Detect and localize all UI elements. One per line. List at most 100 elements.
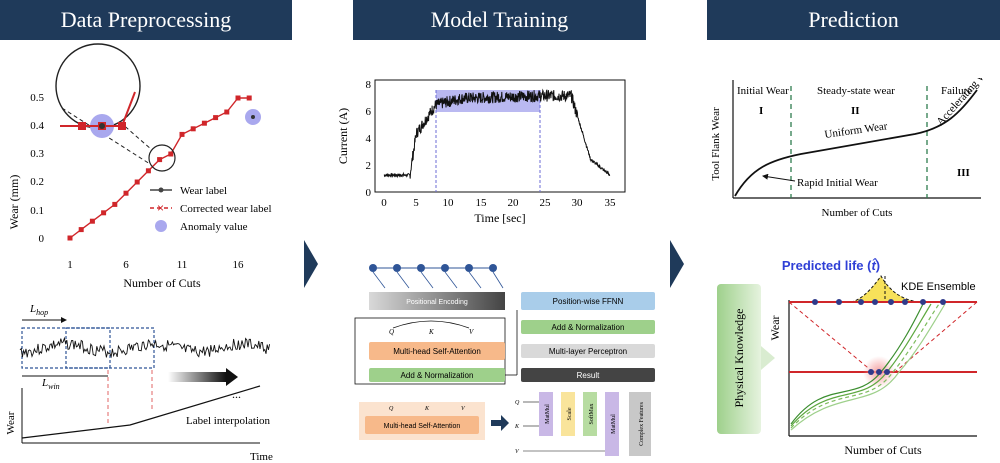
wear-legend: Wear label × Corrected wear label Anomal… (150, 185, 272, 233)
region-initial: Initial Wear (737, 85, 789, 97)
ytick: 4 (366, 133, 372, 145)
mlp-box (521, 344, 655, 358)
k-label: K (428, 328, 434, 336)
v-sub-label: V (461, 406, 466, 412)
banner-prediction: Prediction (707, 0, 1000, 40)
roman-2: II (851, 105, 860, 117)
current-plot: Current (A) 0 2 4 6 8 0 5 10 15 20 25 30… (336, 79, 626, 225)
rapid-initial: Rapid Initial Wear (797, 177, 878, 189)
knowledge-arrow-icon (761, 346, 775, 370)
data-point (235, 95, 241, 101)
data-point (101, 210, 107, 216)
data-point (246, 95, 252, 101)
op-label: MatMul (545, 404, 551, 424)
wear-ylabel: Wear (mm) (7, 175, 21, 230)
zoom-circle (148, 144, 176, 172)
data-point (78, 227, 84, 233)
current-xlabel: Time [sec] (474, 211, 525, 225)
anomaly-dot (251, 115, 255, 119)
ytick: 2 (366, 160, 372, 172)
kde-prediction: Physical Knowledge Predicted life (t̂) K… (717, 258, 978, 457)
time-axis-label: Time (250, 451, 273, 463)
data-point (168, 151, 174, 157)
data-point (201, 120, 207, 126)
ytick: 0.3 (30, 148, 44, 160)
complex-features-box (629, 392, 651, 456)
mhsa2-box (365, 416, 479, 434)
current-series (383, 88, 611, 179)
rapid-pointer (762, 173, 796, 182)
ffnn-label: Position-wise FFNN (553, 297, 624, 306)
data-point (157, 157, 163, 163)
add-norm2-box (521, 320, 655, 334)
xtick: 1 (67, 259, 73, 271)
ytick: 0 (366, 187, 372, 199)
op-scale (561, 392, 575, 436)
input-tokens (369, 264, 504, 289)
mhsa-label: Multi-head Self-Attention (393, 347, 481, 356)
xtick: 0 (381, 197, 387, 209)
transformer-diagram: Positional Encoding Q K V Multi-head Sel… (354, 264, 655, 456)
legend-anomaly: Anomaly value (180, 221, 248, 233)
predicted-life: Predicted life (t̂) (782, 258, 880, 273)
region-steady: Steady-state wear (817, 85, 895, 97)
data-point (134, 179, 140, 185)
data-point (224, 109, 230, 115)
roman-3: III (957, 167, 970, 179)
wear-xticks: 1 6 11 16 (67, 259, 244, 271)
legend-corrected: Corrected wear label (180, 203, 272, 215)
ytick: 0 (39, 233, 45, 245)
kde-label: KDE Ensemble (901, 281, 976, 293)
right-arrow-icon (670, 240, 684, 288)
wear-xlabel: Number of Cuts (123, 276, 201, 290)
data-point (67, 235, 73, 241)
ffnn-box (521, 292, 655, 310)
wear-plot: Wear (mm) 0 0.1 0.2 0.3 0.4 0.5 1 6 11 1… (7, 43, 272, 290)
k-input: K (514, 424, 520, 430)
xtick: 10 (443, 197, 455, 209)
physical-knowledge-box (717, 284, 761, 434)
wear-curve (734, 89, 978, 197)
q-input: Q (515, 400, 520, 406)
roman-1: I (759, 105, 763, 117)
xtick: 25 (540, 197, 552, 209)
op-label: SoftMax (588, 404, 595, 425)
physical-knowledge-label: Physical Knowledge (732, 309, 746, 408)
kde-ylabel: Wear (768, 315, 782, 340)
banner-model-training: Model Training (353, 0, 646, 40)
xtick: 35 (605, 197, 617, 209)
positional-encoding-label: Positional Encoding (406, 299, 468, 306)
interp-arrow-icon (168, 372, 226, 382)
wear-series (67, 95, 252, 241)
mhsa-box (369, 342, 505, 360)
life-xlabel: Number of Cuts (822, 207, 893, 219)
svg-text:×: × (157, 201, 164, 215)
add-norm-box (369, 368, 505, 382)
mhsa2-label: Multi-head Self-Attention (384, 423, 461, 430)
xtick: 15 (476, 197, 488, 209)
ensemble-points (812, 299, 946, 375)
xtick: 6 (123, 259, 129, 271)
q-label: Q (389, 328, 394, 336)
data-point (89, 218, 95, 224)
region-failure: Failure (941, 85, 972, 97)
sliding-window-diagram: Lhop Lwin ... Wear Time Label interpolat… (5, 303, 273, 463)
op-label: MatMul (611, 414, 617, 434)
xtick: 5 (413, 197, 419, 209)
current-ylabel: Current (A) (336, 108, 350, 164)
add-norm2-label: Add & Normalization (552, 323, 625, 332)
op-matmul2 (605, 392, 619, 456)
expand-arrow-icon (491, 415, 509, 431)
xtick: 30 (572, 197, 584, 209)
data-point (123, 190, 129, 196)
ytick: 0.1 (30, 205, 44, 217)
banner-data-preprocessing: Data Preprocessing (0, 0, 292, 40)
v-label: V (469, 328, 474, 336)
data-point (213, 115, 219, 121)
q-sub-label: Q (389, 406, 394, 412)
data-point (179, 131, 185, 137)
result-box (521, 368, 655, 382)
xtick: 11 (177, 259, 188, 271)
ytick: 0.2 (30, 176, 44, 188)
data-point (145, 168, 151, 174)
